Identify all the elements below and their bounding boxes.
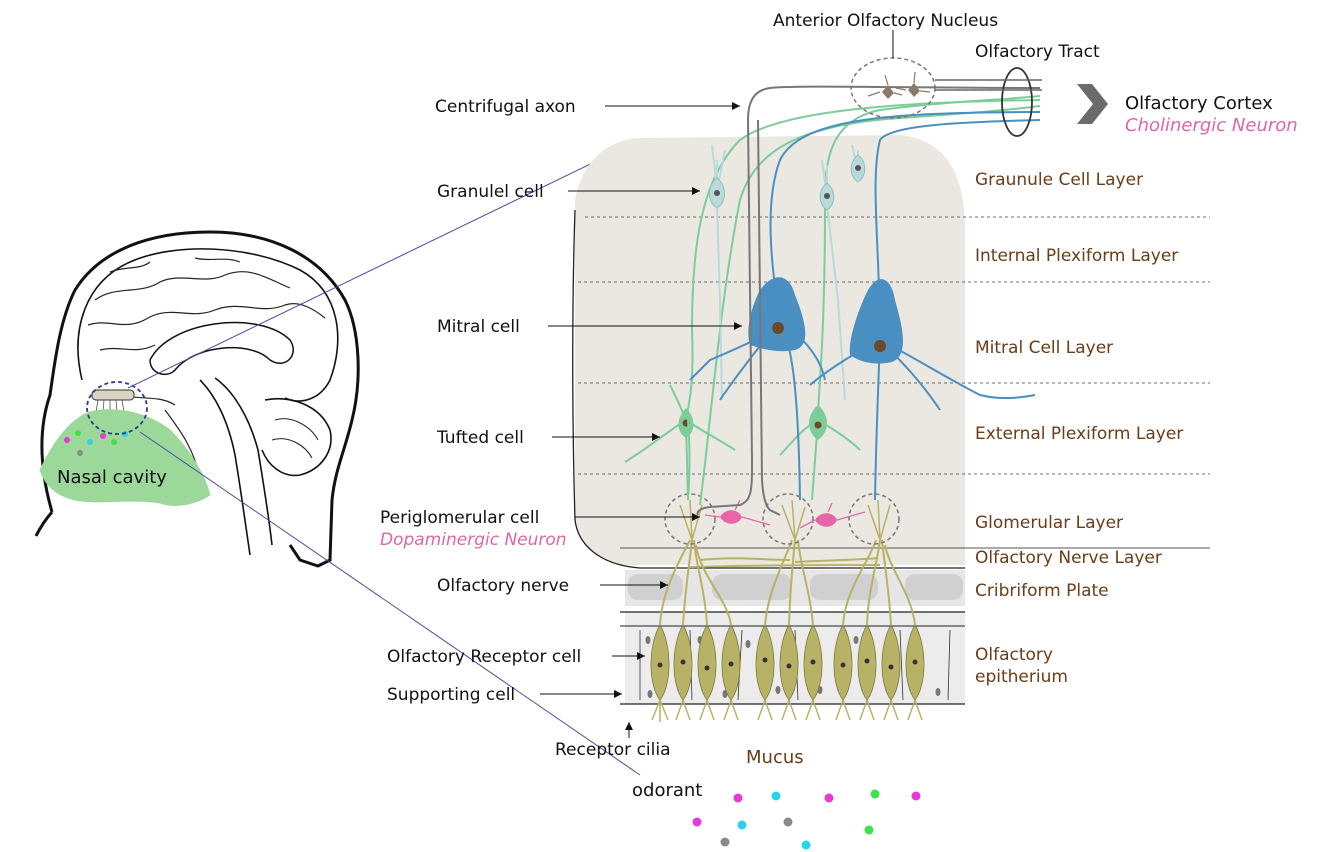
- olfactory-bulb-small: [92, 390, 134, 400]
- cribriform-plate-label: Cribriform Plate: [975, 581, 1109, 601]
- mucus-label: Mucus: [746, 747, 804, 768]
- glomerular-layer-label: Glomerular Layer: [975, 513, 1123, 533]
- zoom-line-top: [128, 140, 640, 388]
- receptor-cilia-label: Receptor cilia: [555, 740, 671, 760]
- centrifugal-axon-label: Centrifugal axon: [435, 97, 576, 117]
- supporting-cell-label: Supporting cell: [387, 685, 515, 705]
- olfactory-tract-label: Olfactory Tract: [975, 42, 1100, 62]
- chevron-right-icon: [1077, 84, 1108, 124]
- zoom-line-bottom: [140, 432, 640, 775]
- anterior-olfactory-nucleus-label: Anterior Olfactory Nucleus: [773, 11, 998, 31]
- internal-plexiform-layer-label: Internal Plexiform Layer: [975, 246, 1178, 266]
- odorant-label: odorant: [632, 780, 702, 801]
- olfactory-epithelium-label-line2: epitherium: [975, 667, 1068, 687]
- olfactory-receptor-cell-label: Olfactory Receptor cell: [387, 647, 581, 667]
- periglomerular-cell-label: Periglomerular cell: [380, 508, 539, 528]
- tufted-cell-label: Tufted cell: [436, 428, 524, 448]
- cholinergic-neuron-label: Cholinergic Neuron: [1125, 115, 1298, 136]
- nasal-cavity-label: Nasal cavity: [57, 467, 167, 488]
- olfactory-epithelium-label-line1: Olfactory: [975, 645, 1053, 665]
- olfactory-bulb-section: [573, 58, 1210, 722]
- external-plexiform-layer-label: External Plexiform Layer: [975, 424, 1183, 444]
- olfactory-nerve-layer-label: Olfactory Nerve Layer: [975, 548, 1162, 568]
- granule-cell-label: Granulel cell: [437, 182, 544, 202]
- granule-cell-layer-label: Graunule Cell Layer: [975, 170, 1143, 190]
- dopaminergic-neuron-label: Dopaminergic Neuron: [380, 530, 567, 550]
- mitral-cell-layer-label: Mitral Cell Layer: [975, 338, 1113, 358]
- odorant-molecules: [693, 790, 921, 850]
- mitral-cell-label: Mitral cell: [437, 317, 520, 337]
- olfactory-cortex-label: Olfactory Cortex: [1125, 93, 1273, 114]
- olfactory-nerve-label: Olfactory nerve: [437, 576, 569, 596]
- head-illustration: Nasal cavity: [36, 232, 358, 566]
- olfactory-tract-ring: [1002, 68, 1032, 136]
- nasal-cavity: [40, 410, 210, 506]
